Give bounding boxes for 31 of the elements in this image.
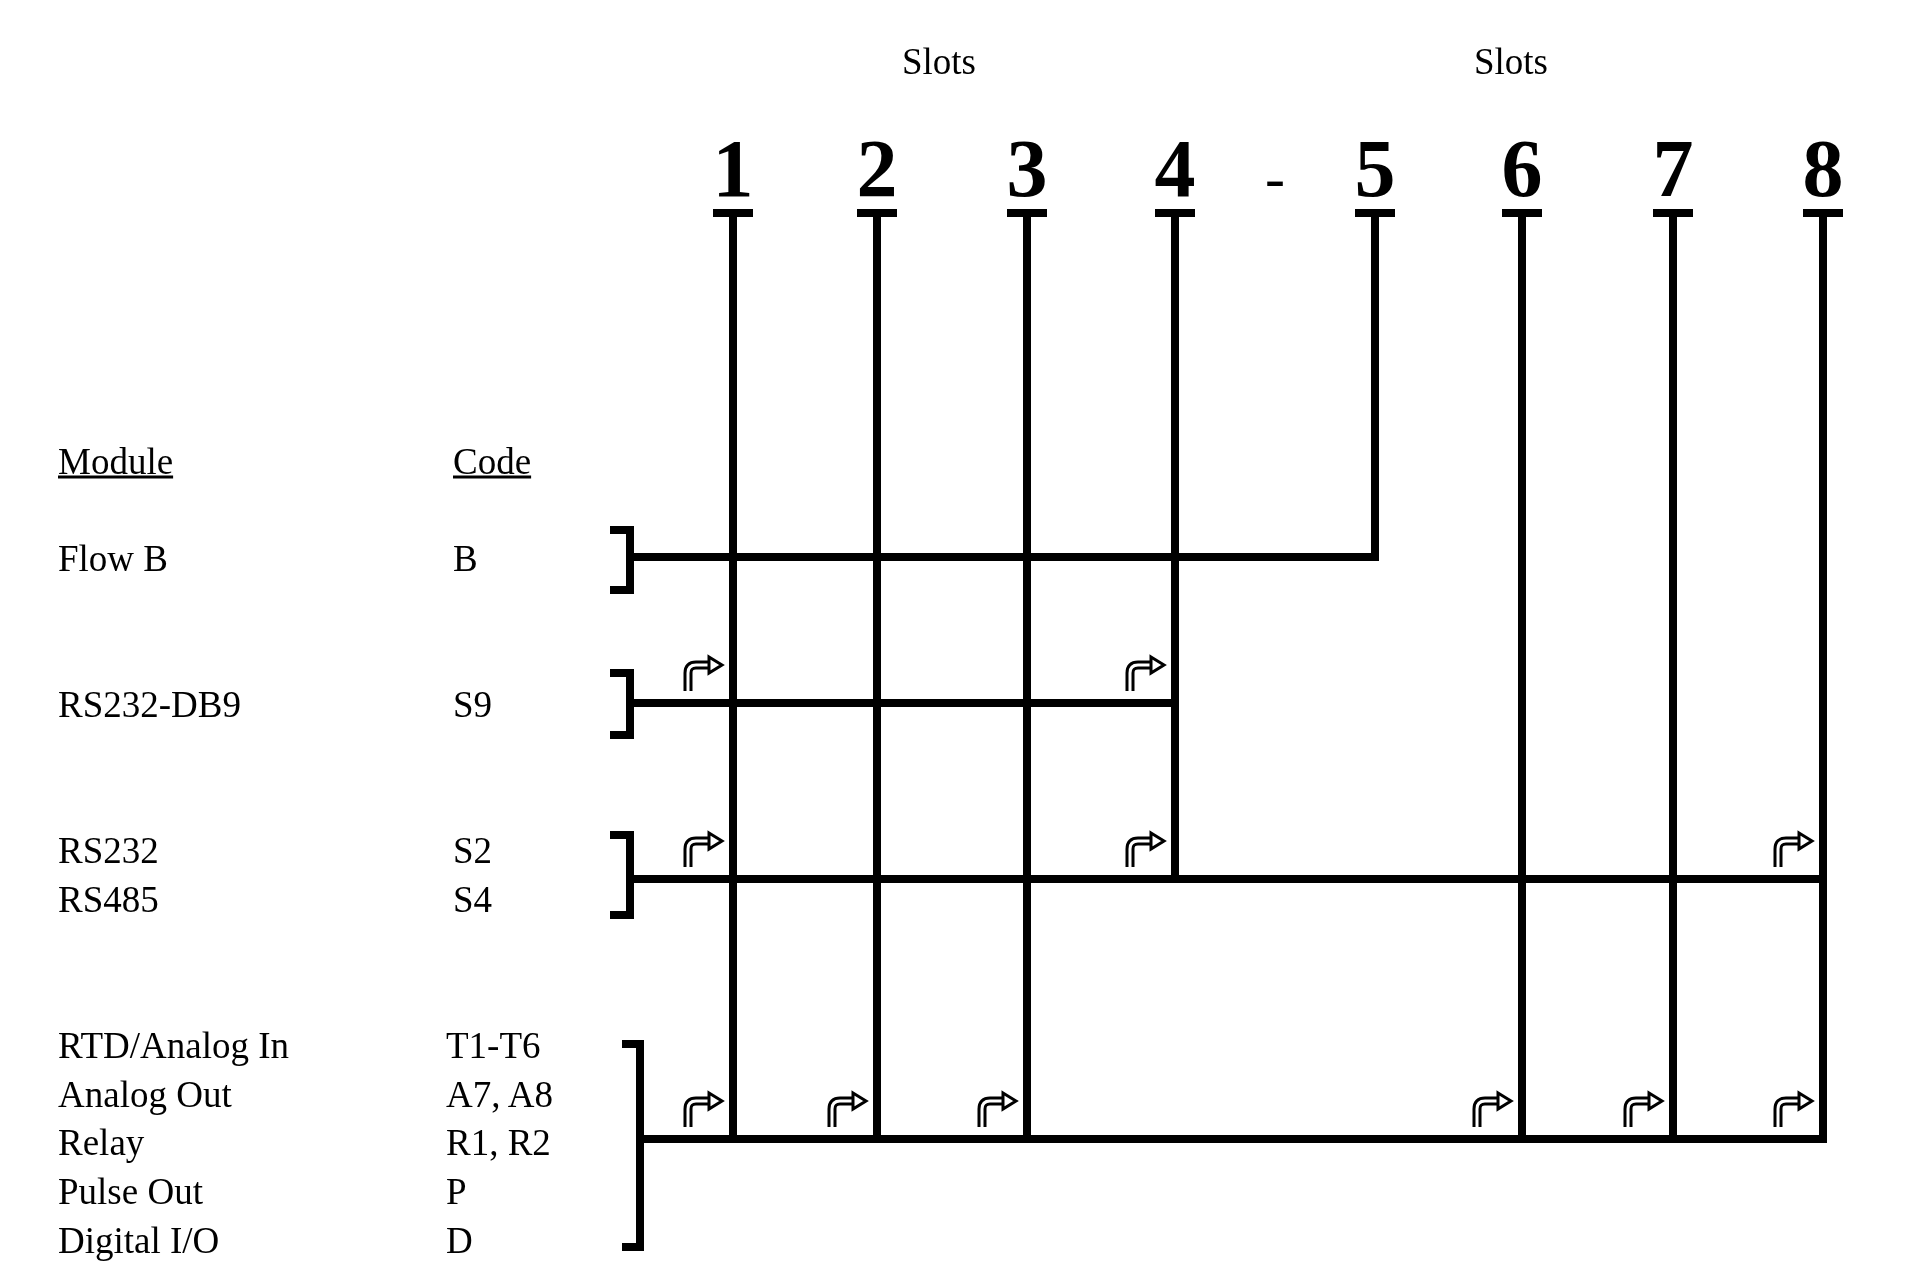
column-heading: Slots	[1474, 42, 1548, 80]
module-name: Flow B	[58, 539, 168, 577]
module-code: S4	[453, 880, 493, 918]
slot-number: 8	[1802, 128, 1844, 216]
module-code: S2	[453, 831, 493, 869]
range-dash: -	[1265, 148, 1285, 208]
column-heading: Slots	[902, 42, 976, 80]
module-name: RS232	[58, 831, 159, 869]
module-code: R1, R2	[446, 1123, 551, 1161]
module-name: Digital I/O	[58, 1221, 220, 1259]
slot-number: 7	[1652, 128, 1694, 216]
module-code: S9	[453, 685, 493, 723]
module-code: T1-T6	[446, 1026, 541, 1064]
slot-number: 3	[1006, 128, 1048, 216]
slot-number: 4	[1154, 128, 1196, 216]
module-code: A7, A8	[446, 1075, 553, 1113]
module-code: B	[453, 539, 478, 577]
slot-number: 6	[1501, 128, 1543, 216]
column-heading: Module	[58, 442, 174, 480]
module-name: RTD/Analog In	[58, 1026, 290, 1064]
slot-number: 5	[1354, 128, 1396, 216]
module-code: P	[446, 1172, 467, 1210]
module-code: D	[446, 1221, 473, 1259]
slot-number: 1	[712, 128, 754, 216]
module-name: Relay	[58, 1123, 145, 1161]
column-heading: Code	[453, 442, 532, 480]
module-name: Pulse Out	[58, 1172, 203, 1210]
slot-number: 2	[856, 128, 898, 216]
module-name: Analog Out	[58, 1075, 232, 1113]
module-name: RS485	[58, 880, 159, 918]
module-name: RS232-DB9	[58, 685, 241, 723]
